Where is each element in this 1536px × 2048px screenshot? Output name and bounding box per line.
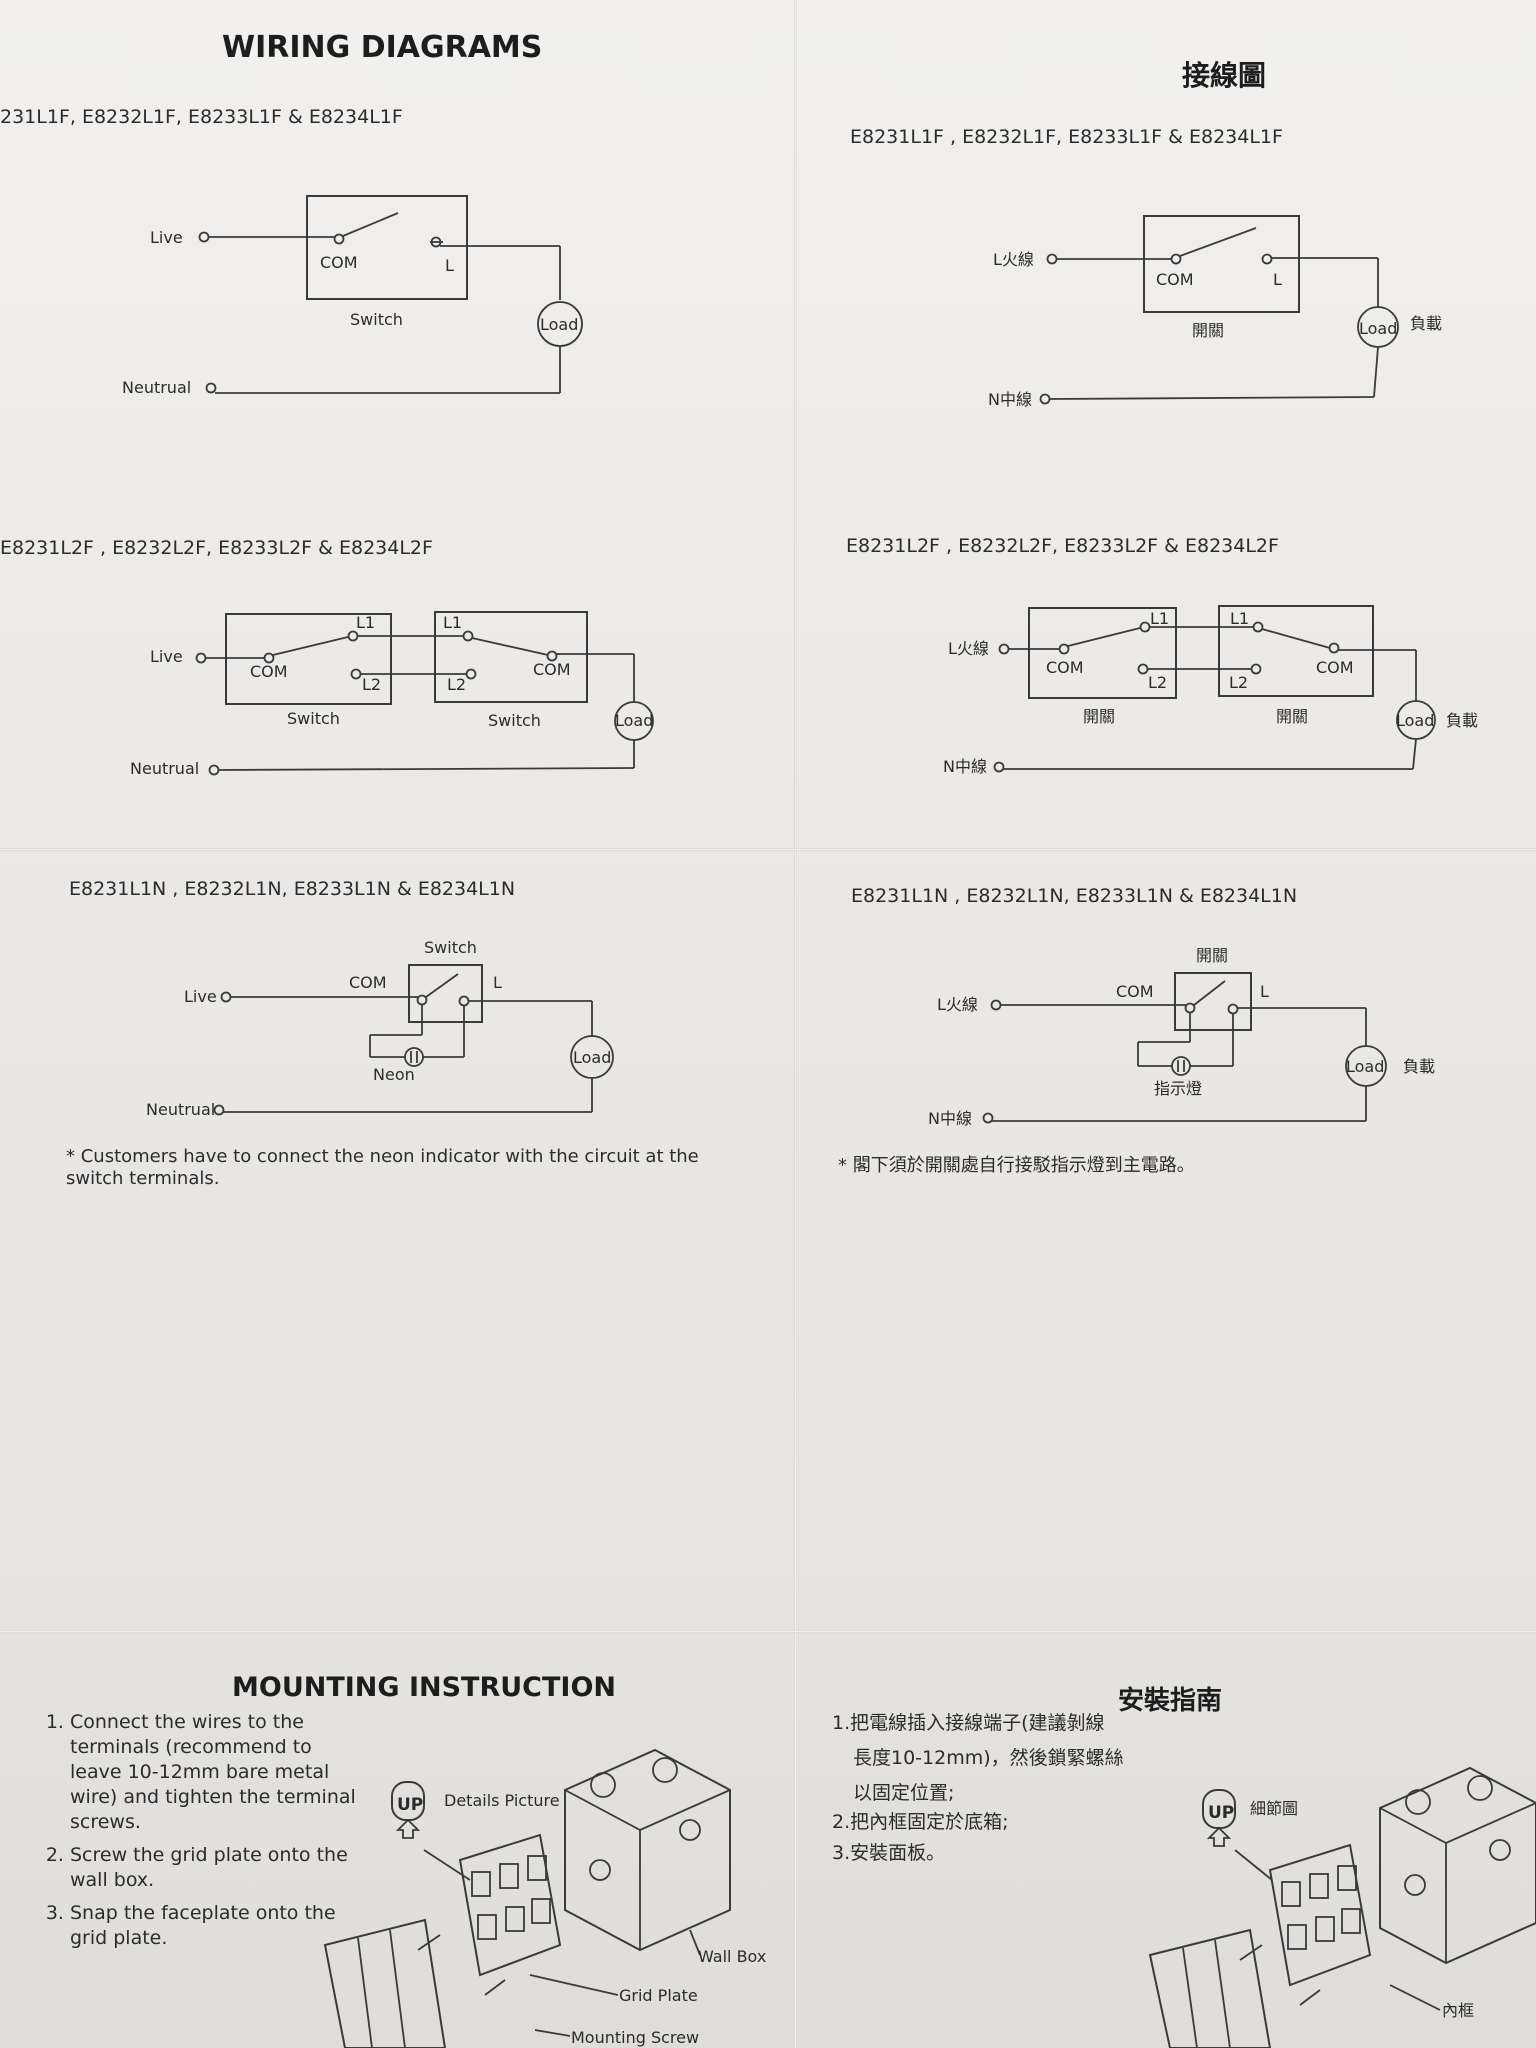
chinese-live-label-2: L火線 (948, 639, 989, 658)
chinese-l-label-3: L (1260, 982, 1269, 1001)
load-label-2: Load (615, 711, 653, 730)
neutral-label-3: Neutrual (146, 1100, 215, 1119)
chinese-load-circle-label: Load (1359, 319, 1397, 338)
mounting-step-2: Screw the grid plate onto the wall box. (70, 1843, 360, 1893)
mounting-instruction-title: MOUNTING INSTRUCTION (232, 1672, 617, 1703)
l1-label-2b: L1 (443, 613, 462, 632)
com-label-2a: COM (250, 662, 288, 681)
chinese-com-label-2a: COM (1046, 658, 1084, 677)
chinese-com-label-2b: COM (1316, 658, 1354, 677)
com-terminal-label: COM (320, 253, 358, 272)
live-label-2: Live (150, 647, 183, 666)
neon-label: Neon (373, 1065, 415, 1084)
horizontal-fold-upper (0, 848, 1536, 851)
models-heading-l2f: E8231L2F , E8232L2F, E8233L2F & E8234L2F (0, 537, 433, 559)
chinese-l2-label-2a: L2 (1148, 673, 1167, 692)
chinese-switch-label-2b: 開關 (1276, 707, 1308, 726)
chinese-neutral-label-3: N中線 (928, 1109, 972, 1128)
models-heading-l1f: 231L1F, E8232L1F, E8233L1F & E8234L1F (0, 106, 403, 128)
switch-label: Switch (350, 310, 403, 329)
switch-label-3: Switch (424, 938, 477, 957)
details-picture-label: Details Picture (444, 1791, 560, 1810)
load-label-3: Load (573, 1048, 611, 1067)
chinese-neon-connection-note: * 閣下須於開關處自行接駁指示燈到主電路。 (838, 1155, 1195, 1176)
chinese-models-heading-l1f: E8231L1F , E8232L1F, E8233L1F & E8234L1F (850, 126, 1283, 148)
chinese-l1-label-2a: L1 (1150, 609, 1169, 628)
chinese-l1-label-2b: L1 (1230, 609, 1249, 628)
l-terminal-label: L (445, 256, 454, 275)
neutral-label-2: Neutrual (130, 759, 199, 778)
com-label-2b: COM (533, 660, 571, 679)
up-badge: UP (397, 1795, 423, 1815)
chinese-step-3: 3.安裝面板。 (832, 1842, 946, 1864)
mounting-step-3: Snap the faceplate onto the grid plate. (70, 1901, 360, 1951)
chinese-load-label: 負載 (1410, 314, 1442, 333)
chinese-com-label-3: COM (1116, 982, 1154, 1001)
l1-label-2a: L1 (356, 613, 375, 632)
l2-label-2b: L2 (447, 675, 466, 694)
chinese-step-1-line-2: 長度10-12mm)，然後鎖緊螺絲 (853, 1747, 1124, 1769)
mounting-steps: Connect the wires to the terminals (reco… (42, 1710, 360, 1959)
vertical-fold (794, 0, 797, 2048)
mounting-step-1: Connect the wires to the terminals (reco… (70, 1710, 360, 1835)
neutral-label: Neutrual (122, 378, 191, 397)
wiring-diagrams-title: WIRING DIAGRAMS (222, 30, 543, 65)
chinese-indicator-label: 指示燈 (1154, 1079, 1202, 1098)
chinese-step-2: 2.把內框固定於底箱; (832, 1811, 1009, 1833)
chinese-load-label-3: 負載 (1403, 1057, 1435, 1076)
chinese-neutral-label-2: N中線 (943, 757, 987, 776)
chinese-load-label-2: 負載 (1446, 711, 1478, 730)
l-label-3: L (493, 973, 502, 992)
chinese-com-label: COM (1156, 270, 1194, 289)
chinese-load-circle-label-3: Load (1346, 1057, 1384, 1076)
horizontal-fold-lower (0, 1630, 1536, 1633)
faceplate-drawing (323, 1918, 447, 2048)
chinese-l-label: L (1273, 270, 1282, 289)
chinese-wall-box-drawing (1379, 1766, 1536, 1965)
chinese-faceplate-drawing (1148, 1928, 1272, 2048)
chinese-load-circle-label-2: Load (1396, 711, 1434, 730)
grid-plate-drawing (458, 1833, 562, 1977)
wall-box-label: Wall Box (698, 1947, 766, 1966)
com-label-3: COM (349, 973, 387, 992)
chinese-step-1-line-1: 1.把電線插入接線端子(建議剝線 (832, 1712, 1105, 1734)
chinese-up-badge: UP (1208, 1803, 1234, 1823)
chinese-wiring-title: 接線圖 (1182, 59, 1267, 92)
chinese-switch-label-3: 開關 (1196, 946, 1228, 965)
live-label: Live (150, 228, 183, 247)
chinese-grid-plate-drawing (1268, 1843, 1372, 1987)
chinese-mounting-title: 安裝指南 (1118, 1686, 1223, 1716)
chinese-details-label: 細節圖 (1250, 1799, 1298, 1818)
l2-label-2a: L2 (362, 675, 381, 694)
load-label: Load (540, 315, 578, 334)
chinese-switch-label-2a: 開關 (1083, 707, 1115, 726)
chinese-step-1-line-3: 以固定位置; (853, 1782, 955, 1804)
live-label-3: Live (184, 987, 217, 1006)
chinese-l2-label-2b: L2 (1229, 673, 1248, 692)
chinese-inner-frame-label: 內框 (1442, 2001, 1474, 2020)
models-heading-l1n: E8231L1N , E8232L1N, E8233L1N & E8234L1N (69, 878, 516, 900)
chinese-models-heading-l1n: E8231L1N , E8232L1N, E8233L1N & E8234L1N (851, 885, 1298, 907)
neon-connection-note: * Customers have to connect the neon ind… (66, 1146, 699, 1189)
grid-plate-label: Grid Plate (619, 1986, 698, 2005)
switch-label-2a: Switch (287, 709, 340, 728)
chinese-switch-label: 開關 (1192, 321, 1224, 340)
chinese-models-heading-l2f: E8231L2F , E8232L2F, E8233L2F & E8234L2F (846, 535, 1279, 557)
mounting-screw-label: Mounting Screw (571, 2028, 699, 2047)
wall-box-drawing (564, 1748, 731, 1952)
switch-label-2b: Switch (488, 711, 541, 730)
chinese-neutral-label: N中線 (988, 390, 1032, 409)
chinese-live-label-3: L火線 (937, 995, 978, 1014)
chinese-live-label: L火線 (993, 250, 1034, 269)
